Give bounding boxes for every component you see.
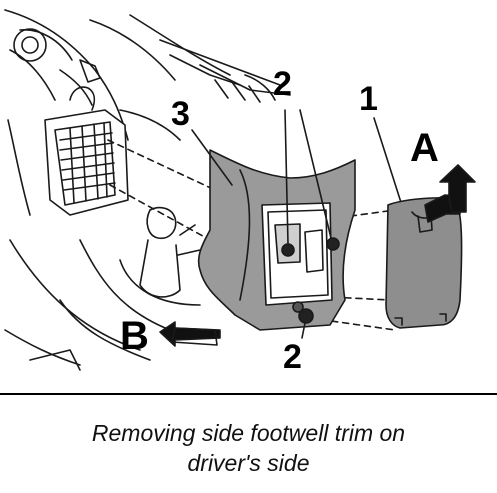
arrow-a: [424, 164, 476, 223]
callout-1-leader: [373, 117, 406, 216]
arrow-b: [159, 321, 221, 347]
callout-2-leaders: [284, 109, 332, 339]
console-linework: [4, 206, 201, 371]
footwell-trim-diagram: 3 2 1 A B 2: [0, 9, 497, 395]
callout-b: B: [120, 314, 149, 358]
callout-3-leader: [191, 129, 233, 186]
dashboard-linework: [4, 9, 291, 216]
side-trim-panel: [197, 149, 356, 331]
caption-line-1: Removing side footwell trim on: [91, 420, 406, 446]
figure-caption: Removing side footwell trim on driver's …: [0, 418, 497, 478]
figure-divider: [0, 393, 497, 395]
callout-2-top: 2: [273, 65, 292, 103]
callout-2-bottom: 2: [283, 338, 302, 376]
fuse-box: [44, 86, 129, 216]
caption-line-2: driver's side: [187, 450, 310, 476]
cover-panel: [385, 197, 463, 329]
callout-1: 1: [359, 80, 378, 118]
callout-a: A: [410, 126, 439, 170]
callout-3: 3: [171, 95, 190, 133]
